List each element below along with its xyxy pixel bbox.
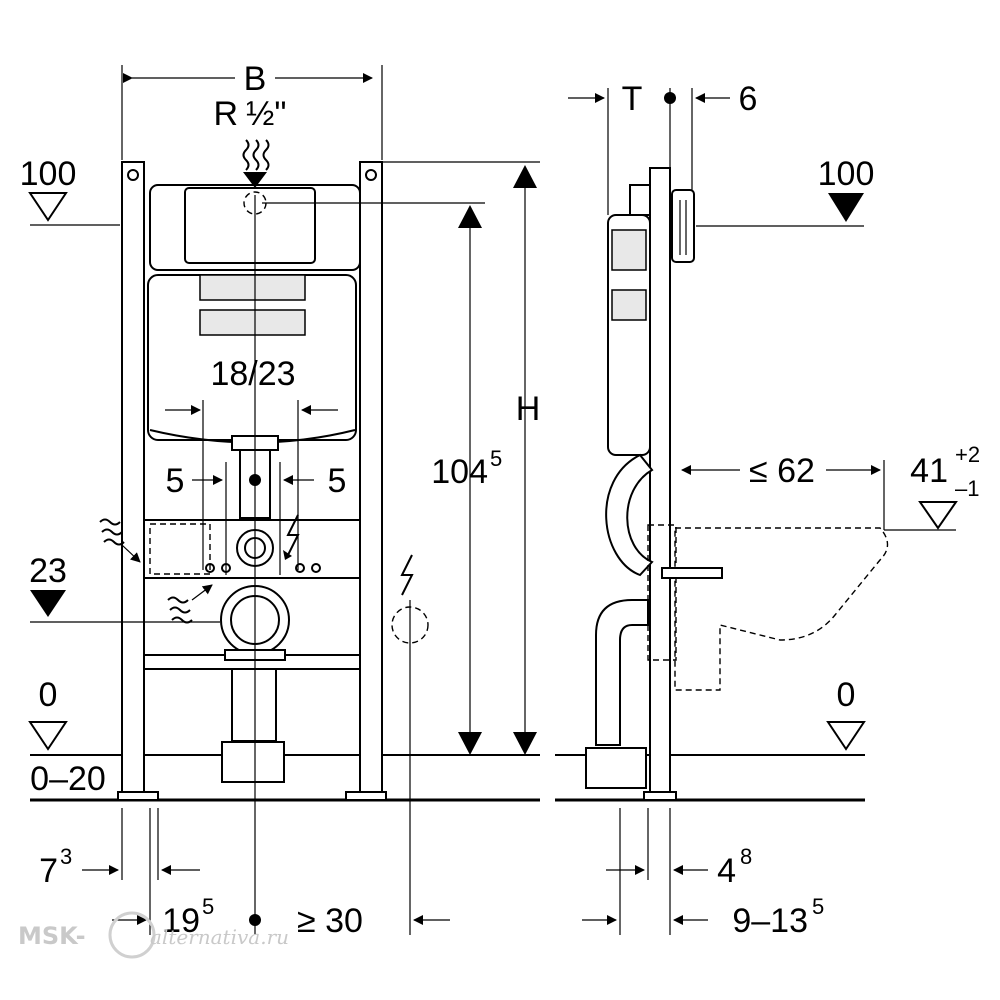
cistern-slot-2 xyxy=(199,309,306,336)
height-total-label: H xyxy=(516,390,541,428)
level-triangle-icon xyxy=(826,721,866,751)
level-100-label: 100 xyxy=(20,155,77,193)
side-view: T 6 100 ≤ 62 41 +2 –1 0 4 8 9–13 5 xyxy=(555,80,980,940)
right-post-hole xyxy=(365,169,377,181)
dim-a-base-label: 4 xyxy=(717,852,736,890)
water-wave-icon xyxy=(242,139,270,171)
side-cistern-valve xyxy=(611,229,647,271)
level-triangle-icon xyxy=(28,721,68,751)
side-drain-pipe xyxy=(595,599,649,746)
side-bracket-area xyxy=(647,524,677,661)
drain-elbow xyxy=(221,741,285,783)
connection-size-label: ½" xyxy=(246,95,286,133)
level-triangle-icon xyxy=(28,192,68,222)
height-base-label: 104 xyxy=(431,453,488,491)
dim-min-label: ≥ 30 xyxy=(297,902,363,940)
offset-left-label: 5 xyxy=(166,462,185,500)
drain-pipe xyxy=(231,668,277,742)
arrow-icon xyxy=(458,732,482,755)
watermark-site: alternativa.ru xyxy=(150,925,289,949)
depth-label: T xyxy=(622,80,643,118)
side-drain-elbow xyxy=(585,747,647,789)
front-view: B R ½" 100 18/23 5 5 xyxy=(20,60,541,940)
water-wave-icon xyxy=(167,596,193,624)
bowl-length-label: ≤ 62 xyxy=(749,452,815,490)
side-flush-bend xyxy=(605,453,654,577)
height-sup-label: 5 xyxy=(490,446,502,471)
side-level-0-label: 0 xyxy=(837,676,856,714)
mounting-bolt xyxy=(661,567,723,579)
center-dot-bottom xyxy=(249,914,261,926)
arrow-icon xyxy=(121,544,141,563)
width-label: B xyxy=(244,60,267,98)
toilet-bowl-outline xyxy=(674,527,889,691)
arrow-icon xyxy=(458,205,482,228)
seat-height-label: 41 xyxy=(910,452,948,490)
dim-left-sup-label: 3 xyxy=(60,844,72,869)
seat-tol-plus-label: +2 xyxy=(955,442,980,467)
bolt-hole xyxy=(205,563,215,573)
arrow-icon xyxy=(513,732,537,755)
right-foot xyxy=(345,791,387,801)
level-triangle-icon xyxy=(828,193,864,222)
electric-bolt-icon xyxy=(400,554,414,596)
seat-tol-minus-label: –1 xyxy=(955,476,979,501)
watermark-brand: MSK- xyxy=(18,922,86,950)
arrow-icon xyxy=(191,584,213,601)
flush-plate-opening xyxy=(184,187,316,264)
level-triangle-icon xyxy=(30,590,66,617)
left-post xyxy=(121,161,145,799)
level-0-label: 0 xyxy=(39,676,58,714)
electric-bolt-icon xyxy=(286,514,300,556)
left-post-hole xyxy=(127,169,139,181)
side-level-100-label: 100 xyxy=(818,155,875,193)
dim-bottom-sup-label: 5 xyxy=(202,894,214,919)
level-triangle-icon xyxy=(918,501,958,530)
arrow-icon xyxy=(513,165,537,188)
level-23-label: 23 xyxy=(29,552,67,590)
water-connection-area xyxy=(149,523,211,575)
bolt-hole xyxy=(311,563,321,573)
dim-a-sup-label: 8 xyxy=(740,844,752,869)
watermark: MSK- alternativa.ru xyxy=(18,911,289,959)
inlet-arrow-icon xyxy=(243,172,267,188)
spacing-label: 18/23 xyxy=(210,355,295,393)
floor-range-label: 0–20 xyxy=(30,760,106,798)
bolt-hole xyxy=(295,563,305,573)
water-wave-icon xyxy=(99,518,125,546)
side-foot xyxy=(643,791,677,801)
side-frame xyxy=(649,167,671,799)
side-flush-plate xyxy=(671,189,695,263)
side-cistern-part xyxy=(611,289,647,321)
dim-b-sup-label: 5 xyxy=(812,894,824,919)
depth-dot xyxy=(664,92,676,104)
dim-b-base-label: 9–13 xyxy=(732,902,808,940)
center-dot xyxy=(249,474,261,486)
side-cistern-top xyxy=(629,184,651,216)
bolt-tip xyxy=(283,550,292,560)
depth-offset-label: 6 xyxy=(739,80,758,118)
right-post xyxy=(359,161,383,799)
offset-right-label: 5 xyxy=(328,462,347,500)
connection-label: R xyxy=(213,95,238,133)
dim-left-base-label: 7 xyxy=(39,852,58,890)
watermark-logo xyxy=(108,911,156,959)
dim-bottom-base-label: 19 xyxy=(162,902,200,940)
cistern-slot-1 xyxy=(199,274,306,301)
left-foot xyxy=(117,791,159,801)
